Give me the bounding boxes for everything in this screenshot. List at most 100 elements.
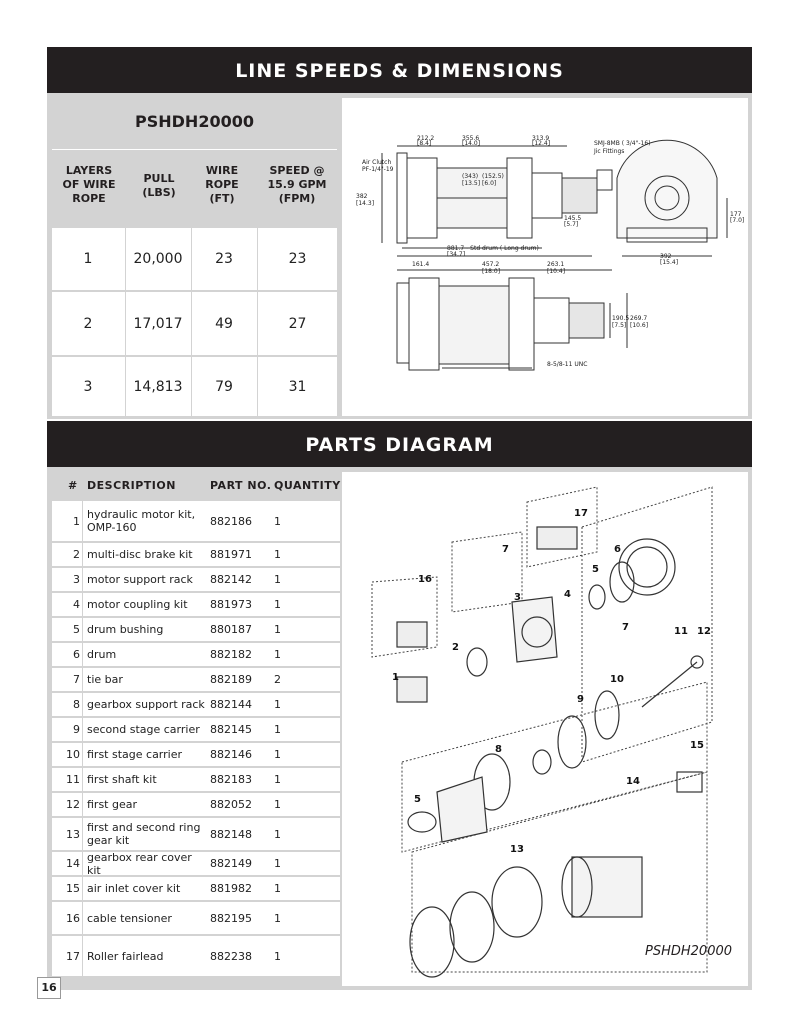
header-num: # [68, 479, 78, 492]
part-callout: 16 [418, 574, 432, 585]
dim-label: Air Clutch [362, 159, 391, 166]
part-callout: 1 [392, 672, 399, 683]
cell-speed: 23 [288, 251, 307, 267]
part-description: drum [87, 648, 117, 661]
dim-label: [34.7] [447, 251, 465, 258]
part-callout: 11 [674, 626, 688, 637]
dim-label: 161.4 [412, 261, 429, 268]
dim-label: 190.5 [612, 315, 629, 322]
part-number: 882142 [210, 573, 252, 586]
part-description: Roller fairlead [87, 949, 164, 963]
part-number: 882182 [210, 648, 252, 661]
cell-layer: 2 [83, 315, 93, 332]
part-number: 882144 [210, 698, 252, 711]
part-quantity: 1 [274, 911, 281, 925]
part-callout: 4 [564, 589, 571, 600]
part-number-index: 5 [73, 623, 80, 636]
part-callout: 14 [626, 776, 640, 787]
dim-label: [7.0] [730, 217, 744, 224]
divider [52, 149, 337, 150]
cell-wire: 23 [215, 251, 233, 267]
part-number: 882186 [210, 514, 252, 528]
part-quantity: 1 [274, 798, 281, 811]
dim-label: 177 [730, 211, 742, 218]
cell-speed: 31 [288, 378, 307, 395]
part-callout: 9 [577, 694, 584, 705]
part-callout: 5 [592, 564, 599, 575]
cell-pull: 17,017 [133, 315, 183, 332]
dim-label: 457.2 [482, 261, 499, 268]
cell-speed: 27 [288, 315, 307, 332]
part-number-index: 1 [73, 514, 80, 528]
part-number: 881971 [210, 548, 252, 561]
part-description: drum bushing [87, 623, 164, 636]
dim-label: [10.4] [547, 268, 565, 275]
dim-label: 881.7 - Std drum ( Long drum) [447, 245, 539, 252]
header-part-no: PART NO. [210, 479, 272, 492]
part-callout: 12 [697, 626, 711, 637]
part-quantity: 1 [274, 827, 281, 841]
part-callout: 3 [514, 592, 521, 603]
part-number-index: 14 [66, 857, 80, 870]
part-quantity: 1 [274, 949, 281, 963]
line-speeds-banner: LINE SPEEDS & DIMENSIONS [47, 47, 752, 93]
part-description: air inlet cover kit [87, 882, 181, 895]
dim-label: 145.5 [564, 215, 581, 222]
part-number-index: 13 [66, 827, 80, 841]
dim-label: [7.5] [612, 322, 626, 329]
page-number: 16 [37, 977, 61, 999]
header-wire-rope: WIRE ROPE (FT) [205, 164, 239, 205]
part-callout: 17 [574, 508, 588, 519]
part-description: gearbox support rack [87, 698, 205, 711]
dim-label: [10.6] [630, 322, 648, 329]
part-description: multi-disc brake kit [87, 548, 193, 561]
part-quantity: 1 [274, 748, 281, 761]
part-number: 881982 [210, 882, 252, 895]
cell-pull: 20,000 [133, 251, 183, 267]
dim-label: 263.1 [547, 261, 564, 268]
part-callout: 5 [414, 794, 421, 805]
part-description: hydraulic motor kit, OMP-160 [87, 508, 196, 534]
dim-label: [6.0] [482, 180, 496, 187]
part-number-index: 8 [73, 698, 80, 711]
part-quantity: 1 [274, 548, 281, 561]
dim-label: SMJ-8MB ( 3/4"-16) [594, 140, 651, 147]
part-number-index: 16 [66, 911, 80, 925]
dim-label: 212.2 [417, 135, 434, 142]
part-number: 882052 [210, 798, 252, 811]
part-callout: 10 [610, 674, 624, 685]
part-description: second stage carrier [87, 723, 200, 736]
dim-label: [14.0] [462, 140, 480, 147]
dim-label: [18.0] [482, 268, 500, 275]
speed-row: 2 17,017 49 27 [52, 292, 337, 355]
dim-label: (343) [462, 173, 478, 180]
part-callout: 8 [495, 744, 502, 755]
header-description: DESCRIPTION [87, 479, 176, 492]
model-caption: PSHDH20000 [645, 944, 733, 959]
header-quantity: QUANTITY [274, 479, 341, 492]
part-description: first gear [87, 798, 138, 811]
part-number: 882149 [210, 857, 252, 870]
part-description: motor support rack [87, 573, 193, 586]
part-quantity: 1 [274, 598, 281, 611]
speed-row: 3 14,813 79 31 [52, 357, 337, 416]
dim-label: [5.7] [564, 221, 578, 228]
part-number: 880187 [210, 623, 252, 636]
dim-label: Jic Fittings [593, 148, 624, 155]
dim-label: [8.4] [417, 140, 431, 147]
dim-label: (152.5) [482, 173, 504, 180]
line-speeds-table: PSHDH20000 LAYERS OF WIRE ROPE PULL (LBS… [52, 98, 337, 416]
